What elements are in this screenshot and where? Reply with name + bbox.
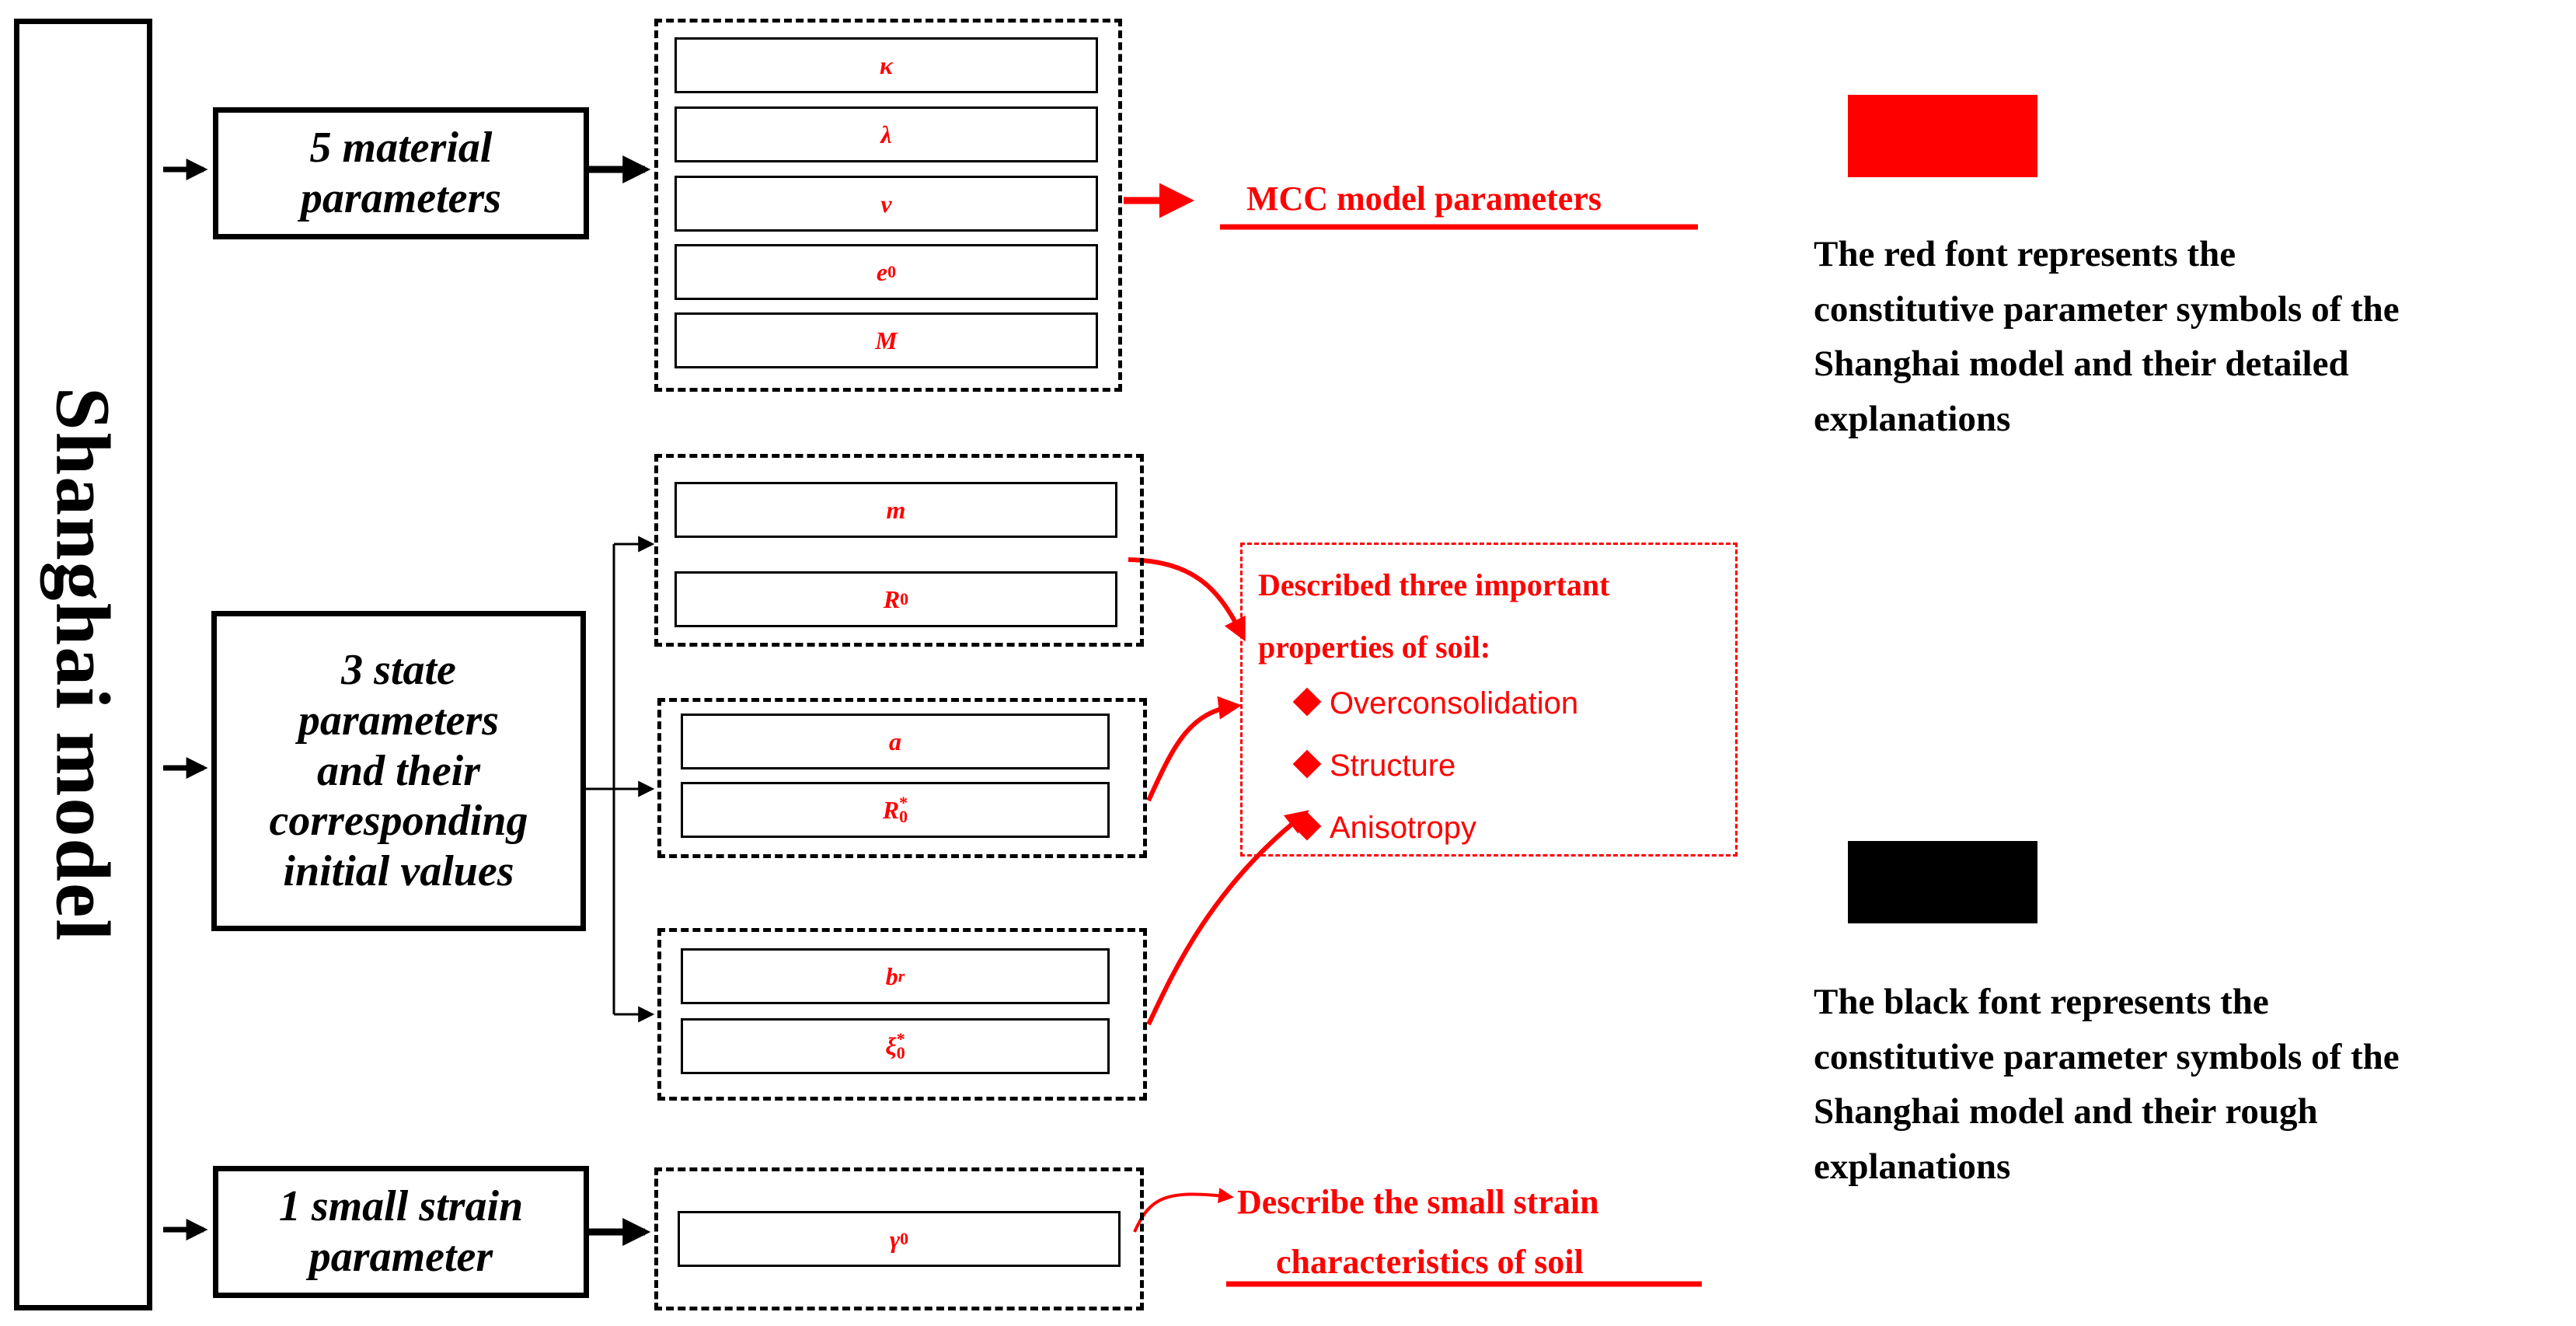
legend-black-line-3: Shanghai model and their rough: [1814, 1091, 2318, 1132]
legend-red-line-4: explanations: [1814, 398, 2011, 439]
state-line-1: 3 state: [341, 645, 456, 694]
legend-red-swatch: [1848, 95, 2037, 177]
material-line-1: 5 material: [309, 124, 493, 173]
mcc-parameter-group: [654, 19, 1122, 392]
mcc-label: MCC model parameters: [1246, 180, 1602, 218]
param-M: M: [675, 312, 1098, 368]
material-parameters-box: 5 material parameters: [213, 107, 589, 239]
param-a: a: [681, 714, 1110, 769]
properties-title-line-2: properties of soil:: [1258, 630, 1491, 665]
legend-black-line-4: explanations: [1814, 1146, 2011, 1187]
state-bracket: [584, 536, 655, 1023]
state-line-5: initial values: [283, 847, 514, 896]
legend-red-line-1: The red font represents the: [1814, 234, 2236, 274]
arrow-group3-to-properties: [1146, 696, 1242, 802]
legend-red-line-3: Shanghai model and their detailed: [1814, 344, 2349, 384]
properties-title-line-1: Described three important: [1258, 567, 1610, 602]
param-nu: ν: [675, 176, 1098, 232]
diamond-bullet-icon: [1292, 688, 1322, 717]
small-strain-parameter-box: 1 small strain parameter: [213, 1166, 589, 1298]
arrow-to-small-strain: [1133, 1188, 1234, 1233]
state-line-3: and their: [316, 746, 481, 795]
legend-black-line-2: constitutive parameter symbols of the: [1814, 1036, 2400, 1077]
small-strain-description: Describe the small strain characteristic…: [1237, 1172, 1599, 1292]
small-strain-group: [654, 1167, 1144, 1310]
small-strain-line-2: characteristics of soil: [1276, 1243, 1584, 1281]
property-anisotropy: Anisotropy: [1292, 812, 1476, 843]
state-line-4: corresponding: [269, 797, 528, 846]
strain-line-2: parameter: [308, 1233, 493, 1281]
soil-properties-box: Described three important properties of …: [1240, 543, 1738, 857]
param-lambda: λ: [675, 106, 1098, 162]
model-title: Shanghai model: [40, 386, 127, 943]
model-title-box: Shanghai model: [14, 19, 152, 1310]
property-structure: Structure: [1292, 750, 1455, 781]
arrow-group4-to-properties: [1146, 810, 1309, 1026]
arrow-group2-to-properties: [1128, 557, 1246, 642]
small-strain-line-1: Describe the small strain: [1237, 1183, 1599, 1221]
legend-black-line-1: The black font represents the: [1814, 982, 2269, 1022]
param-xi0: ξ*0: [681, 1018, 1110, 1074]
strain-line-1: 1 small strain: [278, 1182, 524, 1231]
state-group-structure: [657, 698, 1147, 858]
param-Rstar0: R*0: [681, 782, 1110, 838]
state-group-anisotropy: [657, 928, 1147, 1101]
diamond-bullet-icon: [1292, 750, 1322, 779]
diamond-bullet-icon: [1292, 812, 1322, 841]
state-parameters-box: 3 state parameters and their correspondi…: [211, 611, 586, 931]
state-line-2: parameters: [298, 696, 500, 745]
param-kappa: κ: [675, 37, 1098, 93]
legend-red-text: The red font represents the constitutive…: [1814, 227, 2400, 446]
param-m: m: [675, 482, 1117, 538]
legend-black-swatch: [1848, 841, 2037, 923]
state-group-overconsolidation: [654, 454, 1144, 647]
legend-black-text: The black font represents the constituti…: [1814, 975, 2400, 1194]
material-line-2: parameters: [300, 174, 502, 222]
property-overconsolidation: Overconsolidation: [1292, 688, 1578, 719]
legend-red-line-2: constitutive parameter symbols of the: [1814, 288, 2400, 330]
